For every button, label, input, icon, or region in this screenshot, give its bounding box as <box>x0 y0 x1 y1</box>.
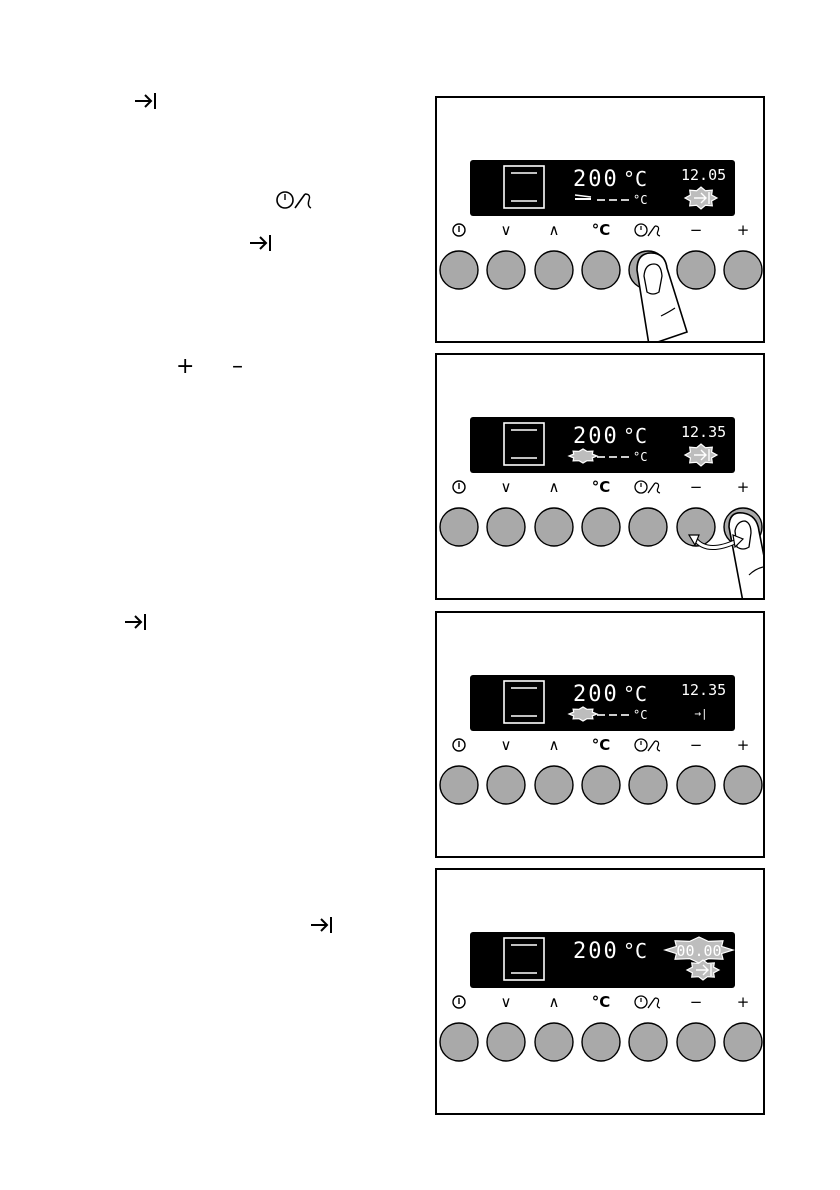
panel-button[interactable] <box>439 250 479 290</box>
minus-glyph: – <box>232 354 243 379</box>
button-label: + <box>737 221 750 239</box>
button-label: ∨ <box>501 478 512 496</box>
button-label: ∨ <box>501 736 512 754</box>
probe-unit: °C <box>633 193 647 207</box>
panel-figure: 200°C°C12.35→|∨∧°C−+ <box>439 675 763 805</box>
probe-unit: °C <box>633 450 647 464</box>
panel-button[interactable] <box>581 507 621 547</box>
button-label: ∧ <box>549 993 560 1011</box>
time-readout: 00.00 <box>676 942 721 960</box>
button-label: ∧ <box>549 221 560 239</box>
temperature-readout: 200 <box>573 424 619 449</box>
panel-button[interactable] <box>723 1022 763 1062</box>
panel-button[interactable] <box>581 250 621 290</box>
panel-button[interactable] <box>676 507 716 547</box>
timer-probe-icon-left <box>275 188 315 212</box>
button-label: °C <box>592 993 611 1011</box>
end-indicator: →| <box>694 707 707 720</box>
button-label: − <box>690 478 703 496</box>
oven-icon <box>503 165 545 209</box>
end-time-icon-1 <box>133 90 159 112</box>
time-readout: 12.35 <box>681 681 726 699</box>
display-screen <box>470 675 735 731</box>
temperature-unit: °C <box>623 939 647 963</box>
button-label: − <box>690 736 703 754</box>
finger-rotate <box>687 511 763 598</box>
panel-button[interactable] <box>628 507 668 547</box>
panel-button[interactable] <box>534 765 574 805</box>
panel-button[interactable] <box>486 765 526 805</box>
panel-button[interactable] <box>486 1022 526 1062</box>
panel-button[interactable] <box>534 1022 574 1062</box>
time-readout: 12.05 <box>681 166 726 184</box>
panel-button[interactable] <box>581 1022 621 1062</box>
oven-icon <box>503 422 545 466</box>
finger-press <box>636 252 688 341</box>
button-label: + <box>737 993 750 1011</box>
panel-button[interactable] <box>581 765 621 805</box>
button-label: °C <box>592 736 611 754</box>
panel-button[interactable] <box>534 507 574 547</box>
display-screen <box>470 160 735 216</box>
panel-button[interactable] <box>723 765 763 805</box>
panel-button[interactable] <box>439 1022 479 1062</box>
button-label: + <box>737 736 750 754</box>
button-label: + <box>737 478 750 496</box>
time-readout: 12.35 <box>681 423 726 441</box>
end-time-icon-2 <box>248 232 274 254</box>
button-label: ∧ <box>549 736 560 754</box>
button-label: °C <box>592 221 611 239</box>
panel-button[interactable] <box>676 765 716 805</box>
panel-button[interactable] <box>723 250 763 290</box>
button-label: − <box>690 221 703 239</box>
button-label: − <box>690 993 703 1011</box>
plus-glyph: + <box>176 354 195 379</box>
panel-button[interactable] <box>439 507 479 547</box>
display-screen <box>470 417 735 473</box>
temperature-unit: °C <box>623 167 647 191</box>
oven-icon <box>503 937 545 981</box>
panel-button[interactable] <box>439 765 479 805</box>
display-screen <box>470 932 735 988</box>
panel-button[interactable] <box>628 765 668 805</box>
temperature-readout: 200 <box>573 682 619 707</box>
panel-button[interactable] <box>486 507 526 547</box>
button-label: ∧ <box>549 478 560 496</box>
panel-button[interactable] <box>676 250 716 290</box>
button-label: ∨ <box>501 993 512 1011</box>
end-time-icon-3 <box>123 611 149 633</box>
end-time-icon-4 <box>309 914 335 936</box>
button-label: ∨ <box>501 221 512 239</box>
temperature-unit: °C <box>623 424 647 448</box>
probe-unit: °C <box>633 708 647 722</box>
temperature-readout: 200 <box>573 939 619 964</box>
panel-button[interactable] <box>676 1022 716 1062</box>
temperature-readout: 200 <box>573 167 619 192</box>
panel-figure: 200°C°C12.35∨∧°C−+ <box>439 417 763 598</box>
panel-button[interactable] <box>628 1022 668 1062</box>
panel-figure: 200°C°C12.05∨∧°C−+ <box>439 160 763 341</box>
button-label: °C <box>592 478 611 496</box>
panel-button[interactable] <box>534 250 574 290</box>
temperature-unit: °C <box>623 682 647 706</box>
oven-icon <box>503 680 545 724</box>
panel-button[interactable] <box>486 250 526 290</box>
